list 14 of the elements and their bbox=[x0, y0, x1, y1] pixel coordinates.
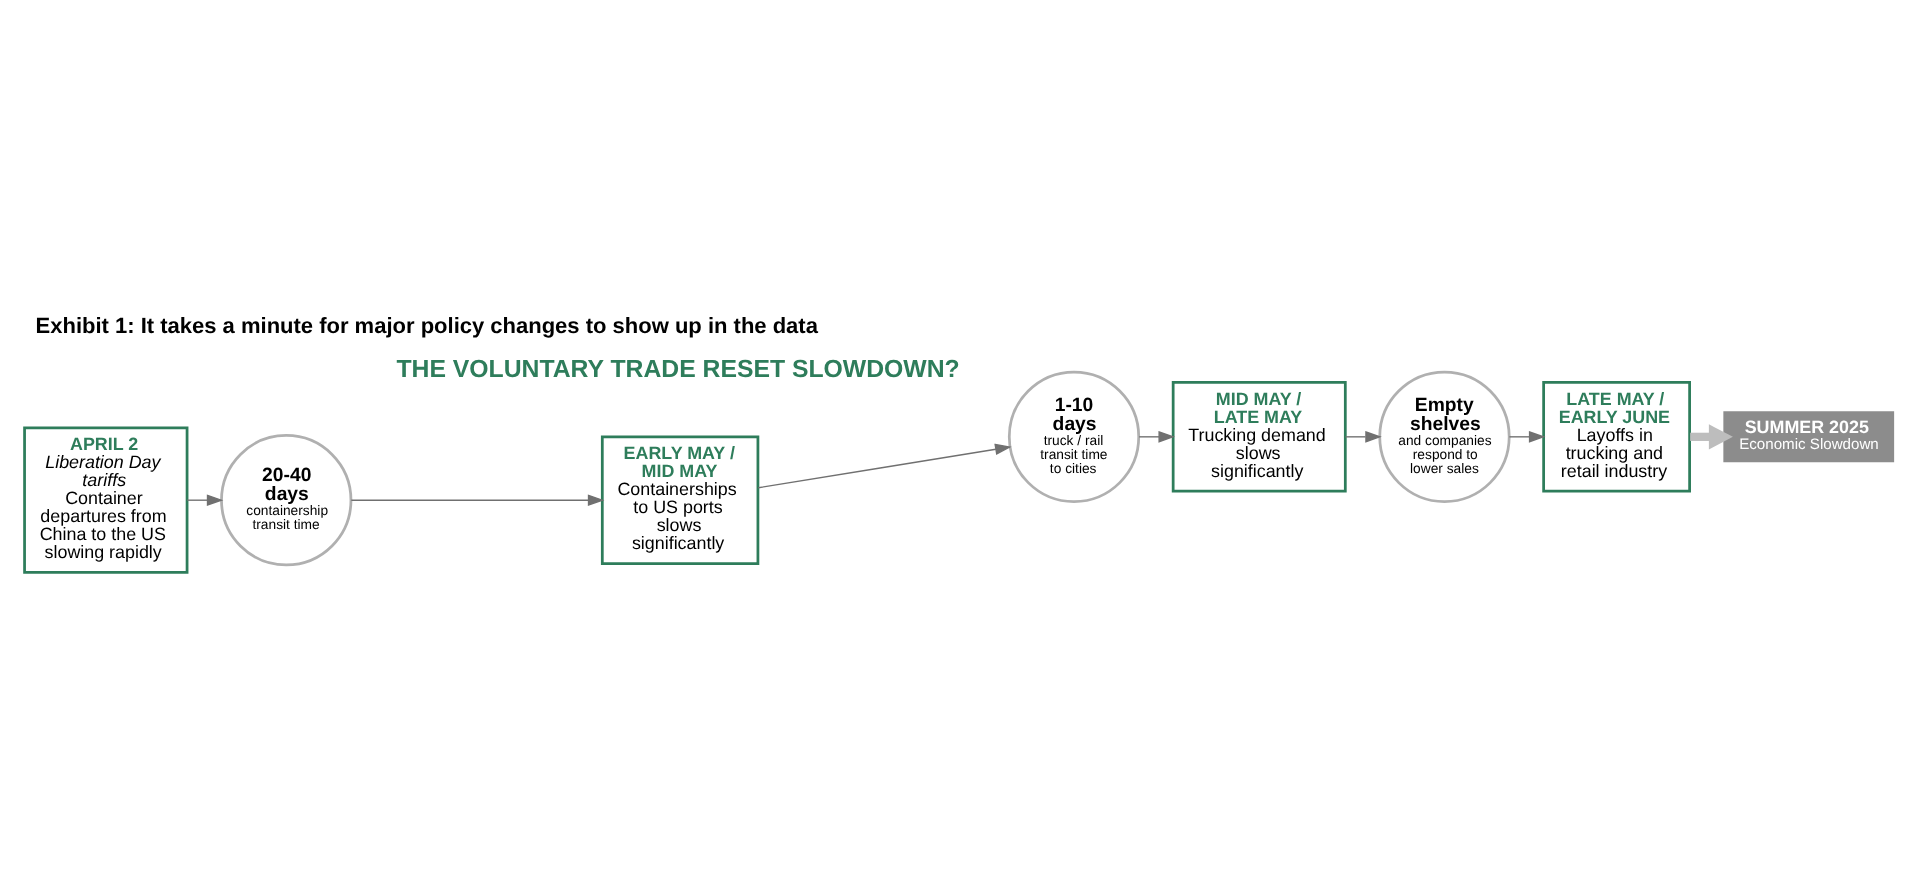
label: THE VOLUNTARY TRADE RESET SLOWDOWN? bbox=[396, 354, 960, 383]
arrow bbox=[350, 494, 605, 506]
node-box: MID MAY / LATE MAY Trucking demand slows significantly bbox=[1171, 381, 1347, 493]
diagram-title: Exhibit 1: It takes a minute for major policy changes to show up in the data bbox=[35, 315, 818, 340]
node-box: EARLY MAY / MID MAY Containerships to US ports slows significantly bbox=[600, 435, 760, 565]
node-box: LATE MAY / EARLY JUNE Layoffs in trucking and retail industry bbox=[1542, 381, 1691, 493]
arrow bbox=[1344, 431, 1382, 443]
arrow bbox=[186, 494, 224, 506]
arrow bbox=[1508, 431, 1546, 443]
arrow bbox=[1690, 424, 1733, 450]
arrow bbox=[757, 443, 1012, 489]
arrow bbox=[1138, 431, 1175, 443]
node-box: SUMMER 2025 Economic Slowdown bbox=[1723, 411, 1895, 463]
node-box: APRIL 2 Liberation Day tariffs Container departures from China to the US slowing rapidly bbox=[23, 426, 189, 574]
